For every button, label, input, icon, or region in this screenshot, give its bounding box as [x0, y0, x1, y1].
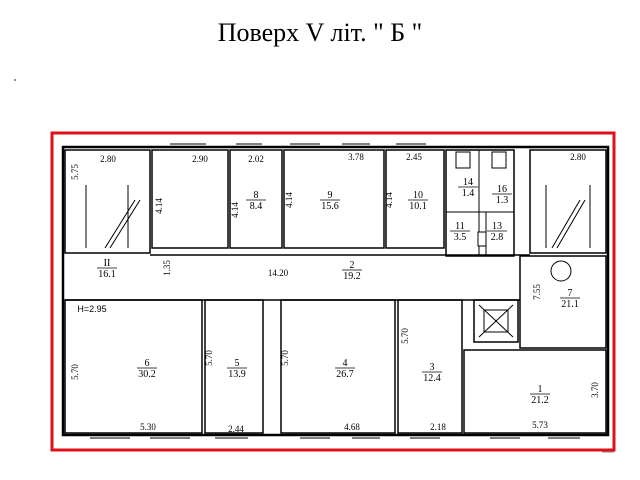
room-area-4: 26.7 [336, 369, 354, 380]
dimension-d-244: 2.44 [228, 424, 244, 434]
room-number-2: 2 [350, 260, 355, 271]
room-area-2: 19.2 [343, 271, 361, 282]
room-number-10: 10 [413, 190, 423, 201]
plan-title: Поверх V літ. " Б " [217, 18, 423, 47]
ceiling-height-label: H=2.95 [77, 304, 106, 314]
dimension-d-570-b: 5.70 [204, 350, 214, 366]
sink-icon [477, 231, 487, 247]
stair-line [556, 199, 586, 249]
room-area-6: 30.2 [138, 369, 156, 380]
room-number-13: 13 [492, 221, 502, 232]
room-area-11: 3.5 [454, 232, 467, 243]
wc-block-walls [445, 149, 515, 257]
room-number-1: 1 [538, 384, 543, 395]
dimension-d-414-b: 4.14 [230, 202, 240, 218]
room-area-16: 1.3 [496, 195, 509, 206]
room-number-11: 11 [455, 221, 465, 232]
room-10-walls [385, 149, 445, 249]
fixtures [455, 151, 507, 247]
room-number-9: 9 [328, 190, 333, 201]
room-4-walls [280, 299, 396, 434]
red-frame [50, 131, 616, 452]
room-7-hall-walls [519, 255, 607, 349]
dimension-d-755: 7.55 [532, 284, 542, 300]
labels: 121.2 219.2 312.4 426.7 513.9 630.2 721.1 88.4 9… [70, 152, 600, 434]
dimension-d-573: 5.73 [532, 420, 548, 430]
room-7-circle [550, 260, 572, 282]
dimension-d-378: 3.78 [348, 152, 364, 162]
room-number-14: 14 [463, 177, 473, 188]
dimension-d-530: 5.30 [140, 422, 156, 432]
stair-left-walls [64, 149, 151, 254]
room-number-16: 16 [497, 184, 507, 195]
shaft-inner [483, 309, 509, 333]
room-number-4: 4 [343, 358, 348, 369]
dimension-d-245: 2.45 [406, 152, 422, 162]
room-number-6: 6 [145, 358, 150, 369]
dimension-d-468: 4.68 [344, 422, 360, 432]
walls [61, 145, 610, 437]
room-1-walls [463, 349, 607, 434]
room-area-5: 13.9 [228, 369, 246, 380]
room-5-walls [204, 299, 264, 434]
dimension-d-218: 2.18 [430, 422, 446, 432]
room-number-ii: II [104, 258, 111, 269]
room-9-walls [283, 149, 385, 249]
dimension-d-135: 1.35 [162, 260, 172, 276]
dimension-d-280-right: 2.80 [570, 152, 586, 162]
dimension-d-570-c: 5.70 [280, 350, 290, 366]
dimension-d-570-d: 5.70 [400, 328, 410, 344]
stair-line [109, 199, 141, 249]
windows [90, 143, 580, 439]
room-area-9: 15.6 [321, 201, 339, 212]
dimension-d-575: 5.75 [70, 164, 80, 180]
shaft [473, 299, 519, 343]
dimension-d-202: 2.02 [248, 154, 264, 164]
room-number-5: 5 [235, 358, 240, 369]
toilet-icon [455, 151, 471, 169]
outer-wall [61, 145, 610, 437]
dimension-d-414-a: 4.14 [154, 198, 164, 214]
room-area-10: 10.1 [409, 201, 427, 212]
room-area-7: 21.1 [561, 299, 579, 310]
room-number-7: 7 [568, 288, 573, 299]
room-6-walls [64, 299, 203, 434]
room-number-3: 3 [430, 362, 435, 373]
stairs [85, 185, 591, 282]
room-area-8: 8.4 [250, 201, 263, 212]
dimension-d-570-a: 5.70 [70, 364, 80, 380]
dimension-d-280-left: 2.80 [100, 154, 116, 164]
dimension-d-370: 3.70 [590, 382, 600, 398]
stair-line [551, 199, 581, 249]
dimension-d-290: 2.90 [192, 154, 208, 164]
room-area-1: 21.2 [531, 395, 549, 406]
room-number-8: 8 [254, 190, 259, 201]
stair-line [104, 199, 136, 249]
room-area-13: 2.8 [491, 232, 504, 243]
dimension-d-1420: 14.20 [268, 268, 289, 278]
room-7-walls [151, 149, 229, 249]
room-area-3: 12.4 [423, 373, 441, 384]
room-area-14: 1.4 [462, 188, 475, 199]
room-area-ii: 16.1 [98, 269, 116, 280]
dimension-d-414-c: 4.14 [284, 192, 294, 208]
room-3-walls [397, 299, 463, 434]
dimension-d-414-d: 4.14 [384, 192, 394, 208]
room-8-walls [229, 149, 283, 249]
stair-right-walls [529, 149, 607, 254]
toilet-icon [491, 151, 507, 169]
